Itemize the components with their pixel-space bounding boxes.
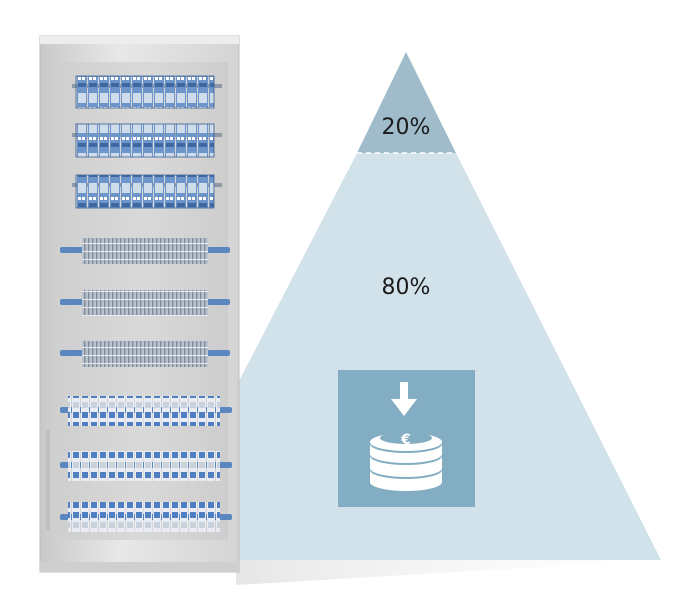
- euro-coin-stack-icon: €: [370, 432, 442, 491]
- terminal-block-row-2: [60, 290, 230, 316]
- circuit-breaker-row-3: [60, 502, 232, 532]
- euro-symbol: €: [400, 432, 411, 448]
- terminal-block-row-3: [60, 341, 230, 367]
- pyramid-top-segment: [357, 52, 456, 153]
- down-arrow-icon: [391, 382, 417, 416]
- top-percentage-label: 20%: [382, 115, 431, 140]
- io-module-row-3: [72, 174, 222, 209]
- terminal-block-row-1: [60, 238, 230, 264]
- io-module-row-2: [72, 123, 222, 158]
- cost-reduction-tile: €: [338, 370, 475, 507]
- control-cabinet: [39, 35, 240, 573]
- circuit-breaker-row-1: [60, 396, 232, 426]
- io-module-row-1: [72, 75, 222, 109]
- circuit-breaker-row-2: [60, 451, 232, 481]
- bottom-percentage-label: 80%: [382, 275, 431, 300]
